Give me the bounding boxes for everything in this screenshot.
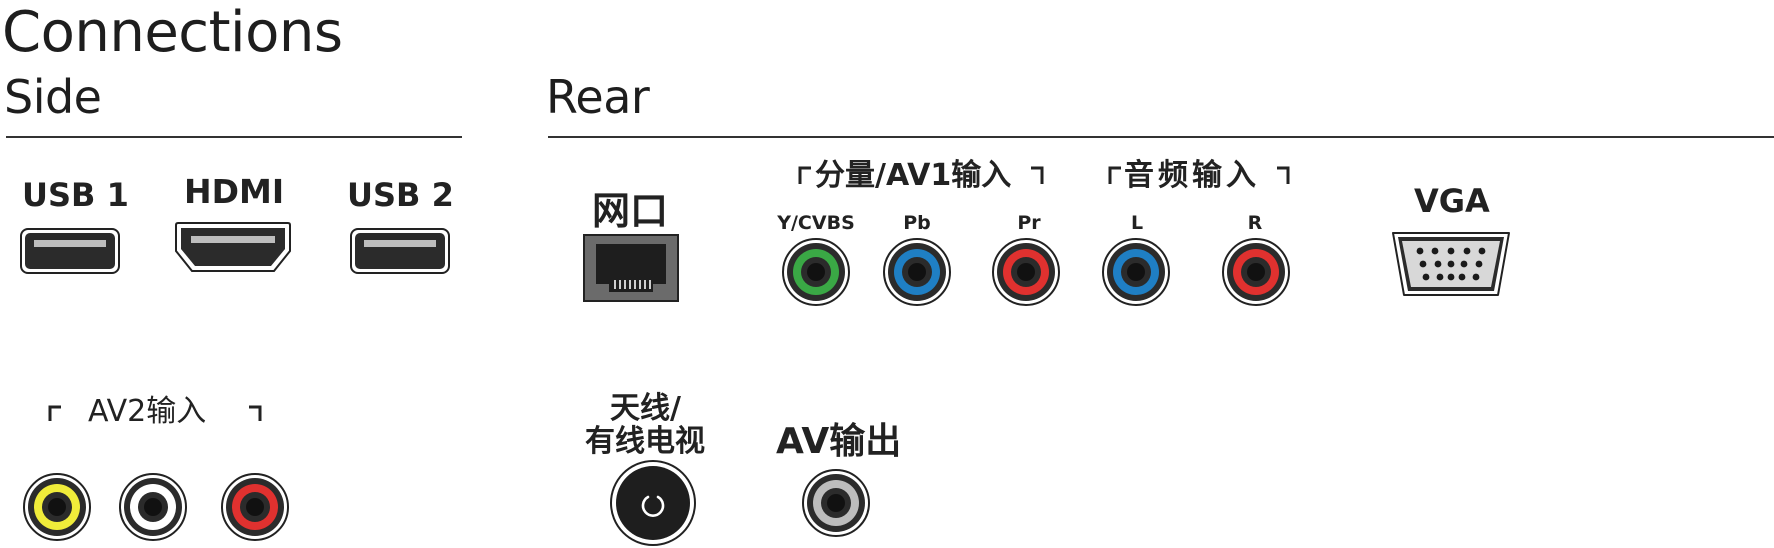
audio-bracket-left xyxy=(1108,166,1121,184)
hdmi-label: HDMI xyxy=(184,172,285,211)
vga-port-icon xyxy=(1392,232,1510,296)
ethernet-port-icon xyxy=(583,234,679,302)
audio-right-label: R xyxy=(1247,212,1263,234)
pr-label: Pr xyxy=(1017,212,1041,234)
audio-bracket-right xyxy=(1277,166,1290,184)
usb1-label: USB 1 xyxy=(22,176,129,214)
y-cvbs-green-jack-icon xyxy=(782,238,850,306)
av2-red-jack-icon xyxy=(221,473,289,541)
av2-bracket-left xyxy=(48,405,61,421)
pb-blue-jack-icon xyxy=(883,238,951,306)
usb2-port-icon xyxy=(350,228,450,274)
antenna-port-icon xyxy=(610,460,696,546)
av2-group-label: AV2输入 xyxy=(88,394,207,429)
hdmi-port-icon xyxy=(175,222,291,272)
page-title: Connections xyxy=(2,0,343,65)
component-bracket-right xyxy=(1031,166,1044,184)
rear-divider xyxy=(548,136,1774,138)
component-bracket-left xyxy=(798,166,811,184)
side-divider xyxy=(6,136,462,138)
av2-white-jack-icon xyxy=(119,473,187,541)
usb2-label: USB 2 xyxy=(347,176,454,214)
audio-right-red-jack-icon xyxy=(1222,238,1290,306)
av-out-label: AV输出 xyxy=(776,421,902,462)
antenna-label-line1: 天线/ xyxy=(610,391,681,426)
audio-group-label: 音频输入 xyxy=(1124,158,1260,193)
pb-label: Pb xyxy=(903,212,931,234)
component-group-label: 分量/AV1输入 xyxy=(815,158,1012,193)
av2-bracket-right xyxy=(249,405,262,421)
antenna-label-line2: 有线电视 xyxy=(585,424,705,459)
y-cvbs-label: Y/CVBS xyxy=(777,212,855,234)
rear-heading: Rear xyxy=(546,70,650,124)
pr-red-jack-icon xyxy=(992,238,1060,306)
usb1-port-icon xyxy=(20,228,120,274)
av-out-grey-jack-icon xyxy=(802,469,870,537)
side-heading: Side xyxy=(4,70,102,124)
audio-left-label: L xyxy=(1130,212,1144,234)
audio-left-blue-jack-icon xyxy=(1102,238,1170,306)
lan-label: 网口 xyxy=(592,189,669,233)
av2-yellow-jack-icon xyxy=(23,473,91,541)
vga-label: VGA xyxy=(1414,182,1490,220)
